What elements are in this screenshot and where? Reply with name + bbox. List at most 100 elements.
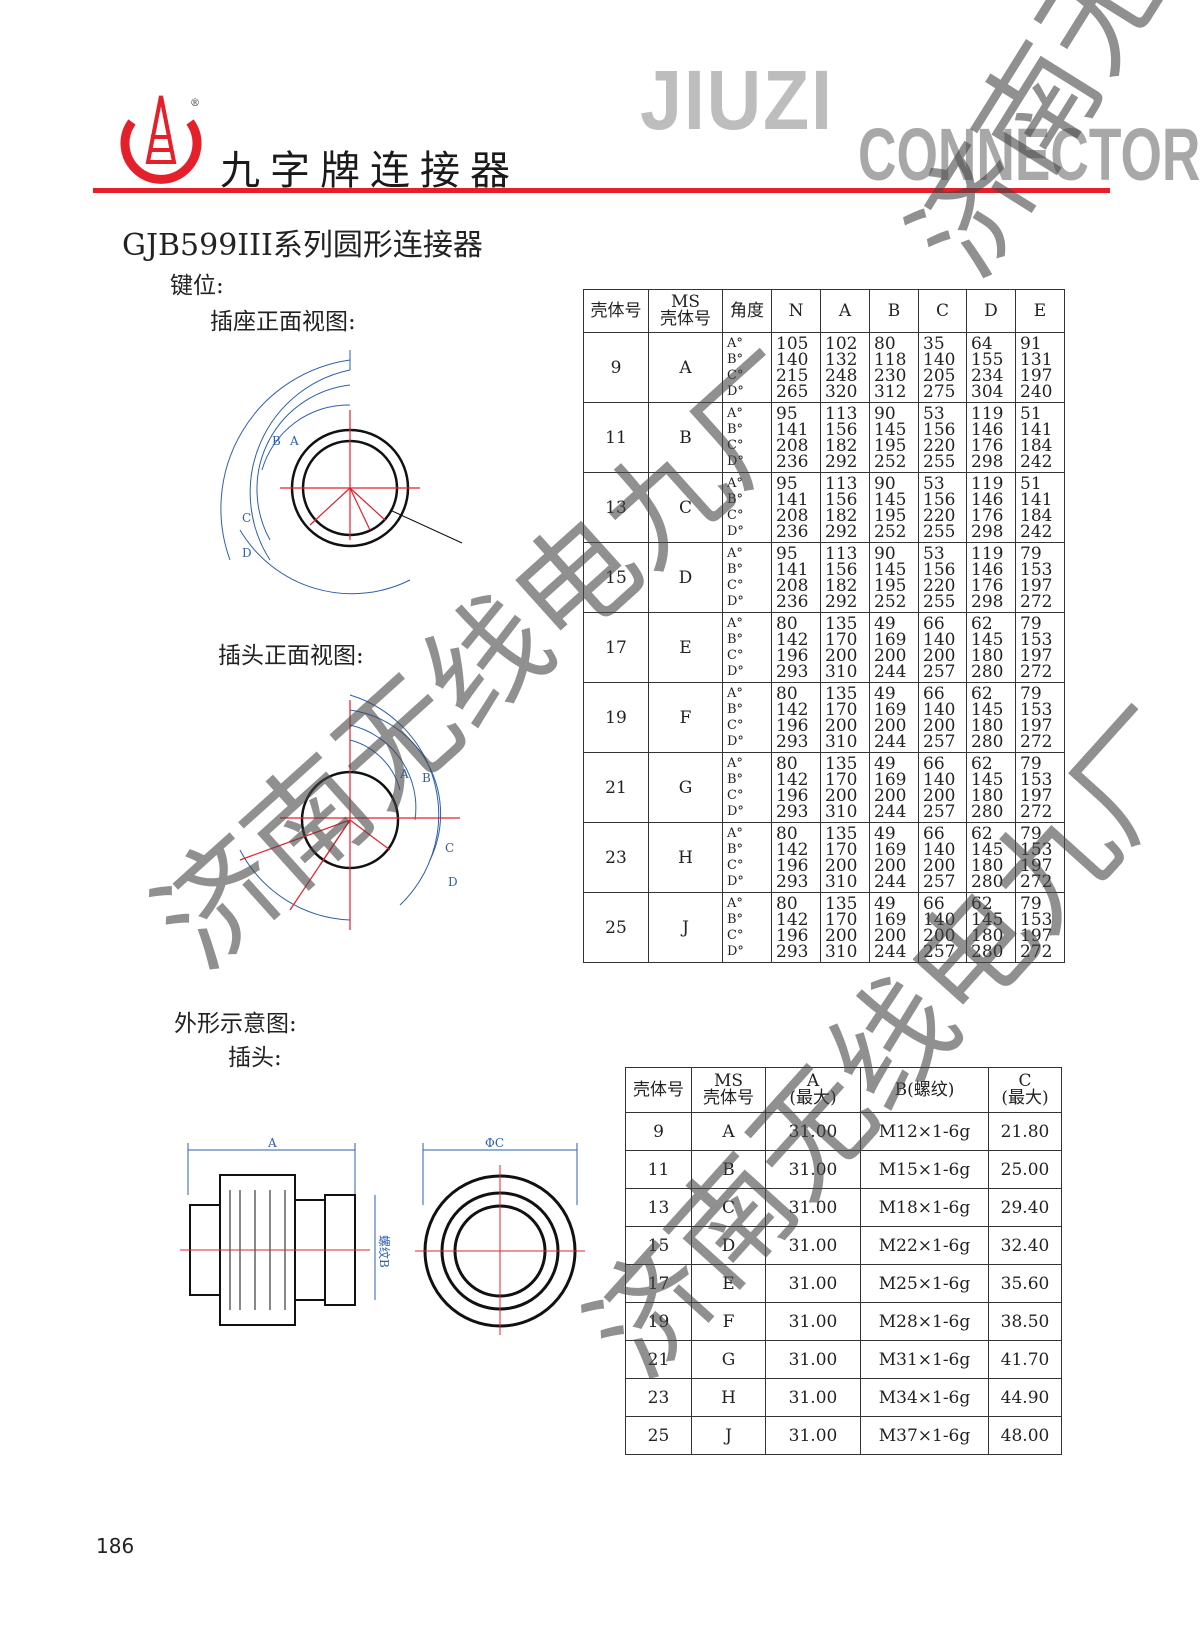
cell-shell: 15	[625, 1226, 692, 1265]
ms-shell: C	[648, 472, 723, 543]
plug-view-label: 插头正面视图:	[218, 643, 364, 669]
header-3: N	[771, 289, 821, 333]
shell-size: 21	[583, 752, 649, 823]
svg-text:B: B	[422, 771, 431, 785]
header-8: E	[1015, 289, 1065, 333]
cell-a: 31.00	[765, 1226, 861, 1265]
cell-b: M22×1-6g	[860, 1226, 989, 1265]
cell-a: 31.00	[765, 1188, 861, 1227]
cell-shell: 17	[625, 1264, 692, 1303]
svg-text:A: A	[289, 434, 299, 448]
shell-size: 13	[583, 472, 649, 543]
cell-a: 31.00	[765, 1340, 861, 1379]
angle-labels: A°B°C°D°	[722, 682, 772, 753]
plug-front-outline-drawing: ΦC	[415, 1136, 585, 1335]
header-c-max: C(最大)	[988, 1067, 1062, 1113]
svg-text:D: D	[448, 875, 458, 889]
svg-text:B: B	[272, 434, 281, 448]
svg-text:A: A	[399, 767, 409, 781]
cell-shell: 23	[625, 1378, 692, 1417]
ms-shell: A	[648, 332, 723, 403]
plug-front-view-drawing: A B C D	[239, 694, 460, 930]
header-4: A	[820, 289, 870, 333]
header-6: C	[918, 289, 967, 333]
page-title: GJB599III系列圆形连接器	[122, 228, 483, 263]
svg-text:C: C	[242, 511, 251, 525]
cell-a: 31.00	[765, 1302, 861, 1341]
cell-b: M34×1-6g	[860, 1378, 989, 1417]
cell-b: M28×1-6g	[860, 1302, 989, 1341]
cell-shell: 25	[625, 1416, 692, 1455]
angle-labels: A°B°C°D°	[722, 612, 772, 683]
angle-labels: A°B°C°D°	[722, 752, 772, 823]
cell-ms: J	[691, 1416, 766, 1455]
cell-ms: E	[691, 1264, 766, 1303]
brand-name-en-connector: CONNECTOR	[858, 113, 1200, 196]
cell-b: M12×1-6g	[860, 1112, 989, 1151]
header-0: 壳体号	[583, 289, 649, 333]
header-b-thread: B(螺纹)	[860, 1067, 989, 1113]
brand-name-en: JIUZI	[640, 53, 834, 147]
cell-a: 31.00	[765, 1264, 861, 1303]
socket-front-view-drawing: B A C D	[220, 350, 463, 595]
cell-b: M37×1-6g	[860, 1416, 989, 1455]
outline-label: 外形示意图:	[174, 1011, 297, 1037]
angle-labels: A°B°C°D°	[722, 822, 772, 893]
cell-c: 21.80	[988, 1112, 1062, 1151]
plug-side-view-drawing: A 螺纹B	[180, 1136, 391, 1326]
angle-labels: A°B°C°D°	[722, 472, 772, 543]
shell-size: 25	[583, 892, 649, 963]
brand-logo: ®	[120, 95, 202, 184]
cell-c: 38.50	[988, 1302, 1062, 1341]
ms-shell: J	[648, 892, 723, 963]
ms-shell: D	[648, 542, 723, 613]
shell-size: 11	[583, 402, 649, 473]
cell-shell: 11	[625, 1150, 692, 1189]
cell-a: 31.00	[765, 1112, 861, 1151]
ms-shell: F	[648, 682, 723, 753]
svg-text:A: A	[267, 1136, 277, 1150]
shell-size: 17	[583, 612, 649, 683]
keying-label: 键位:	[170, 273, 224, 299]
cell-c: 41.70	[988, 1340, 1062, 1379]
cell-shell: 19	[625, 1302, 692, 1341]
header-2: 角度	[722, 289, 772, 333]
header-7: D	[966, 289, 1016, 333]
ms-shell: B	[648, 402, 723, 473]
shell-size: 19	[583, 682, 649, 753]
